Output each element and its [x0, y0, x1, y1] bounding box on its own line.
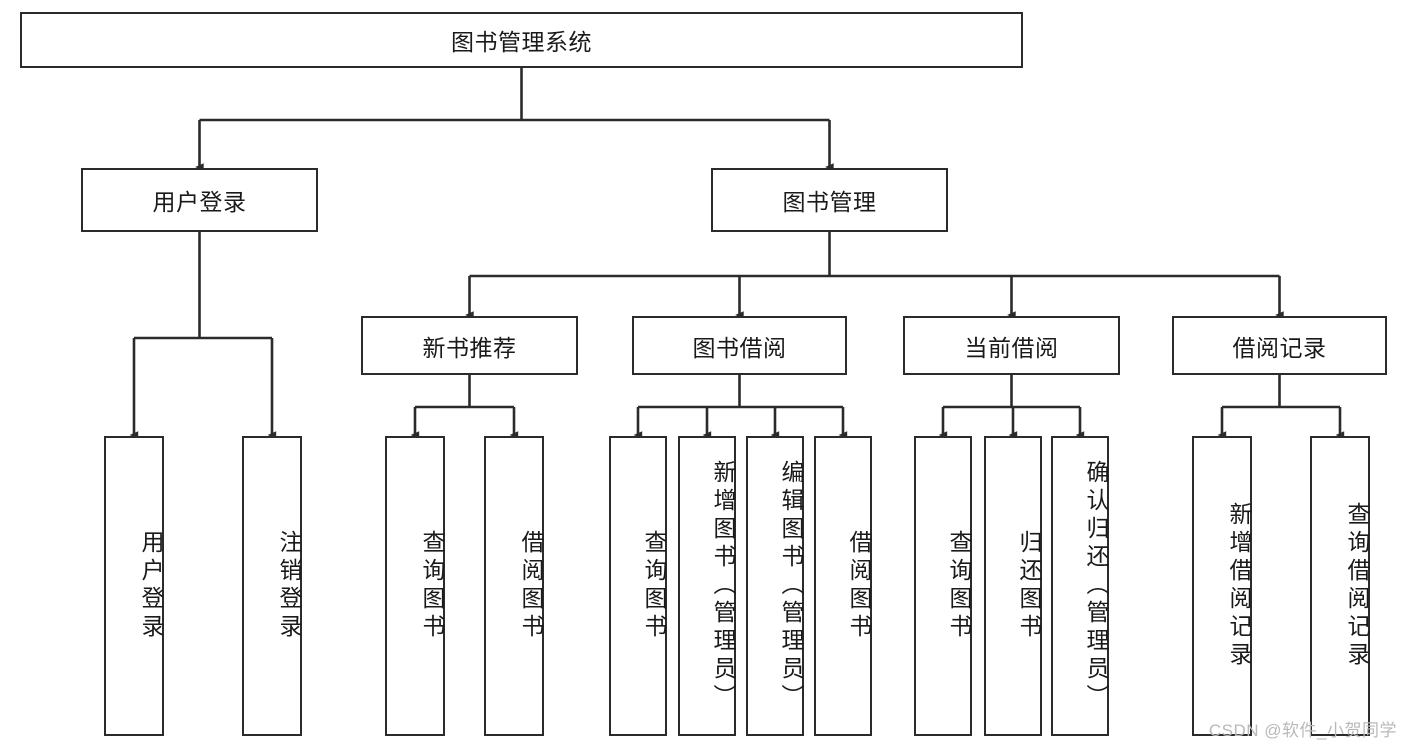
node-leaf-cur-3[interactable]: 确认归还（管理员）	[1051, 436, 1109, 736]
node-leaf-login-1[interactable]: 用户登录	[104, 436, 164, 736]
node-root[interactable]: 图书管理系统	[20, 12, 1023, 68]
node-leaf-rec-2[interactable]: 查询借阅记录	[1310, 436, 1370, 736]
node-label: 新增借阅记录	[1226, 502, 1252, 670]
node-label: 用户登录	[138, 530, 164, 642]
node-login[interactable]: 用户登录	[81, 168, 318, 232]
watermark: CSDN @软件_小贺同学	[1208, 721, 1397, 740]
node-label: 新书推荐	[422, 334, 517, 361]
node-leaf-cur-1[interactable]: 查询图书	[914, 436, 972, 736]
node-borrow[interactable]: 图书借阅	[632, 316, 847, 375]
node-label: 借阅图书	[846, 530, 872, 642]
node-label: 查询图书	[419, 530, 445, 642]
node-label: 新增图书（管理员）	[710, 460, 736, 712]
node-leaf-new-2[interactable]: 借阅图书	[484, 436, 544, 736]
node-label: 图书管理系统	[451, 29, 592, 55]
node-newbook[interactable]: 新书推荐	[361, 316, 578, 375]
node-label: 借阅记录	[1232, 334, 1327, 361]
node-leaf-borrow-2[interactable]: 新增图书（管理员）	[678, 436, 736, 736]
node-label: 注销登录	[276, 530, 302, 642]
node-leaf-rec-1[interactable]: 新增借阅记录	[1192, 436, 1252, 736]
node-label: 借阅图书	[518, 530, 544, 642]
node-label: 确认归还（管理员）	[1083, 460, 1109, 712]
node-label: 用户登录	[152, 189, 247, 215]
node-leaf-borrow-1[interactable]: 查询图书	[609, 436, 667, 736]
node-label: 图书管理	[782, 189, 877, 215]
node-leaf-borrow-3[interactable]: 编辑图书（管理员）	[746, 436, 804, 736]
node-bookmgmt[interactable]: 图书管理	[711, 168, 948, 232]
node-label: 当前借阅	[964, 334, 1059, 361]
node-current[interactable]: 当前借阅	[903, 316, 1120, 375]
node-leaf-new-1[interactable]: 查询图书	[385, 436, 445, 736]
node-label: 查询图书	[641, 530, 667, 642]
node-label: 编辑图书（管理员）	[778, 460, 804, 712]
node-leaf-login-2[interactable]: 注销登录	[242, 436, 302, 736]
node-leaf-borrow-4[interactable]: 借阅图书	[814, 436, 872, 736]
node-records[interactable]: 借阅记录	[1172, 316, 1387, 375]
node-label: 查询图书	[946, 530, 972, 642]
node-label: 归还图书	[1016, 530, 1042, 642]
node-leaf-cur-2[interactable]: 归还图书	[984, 436, 1042, 736]
node-label: 图书借阅	[692, 334, 787, 361]
node-label: 查询借阅记录	[1344, 502, 1370, 670]
